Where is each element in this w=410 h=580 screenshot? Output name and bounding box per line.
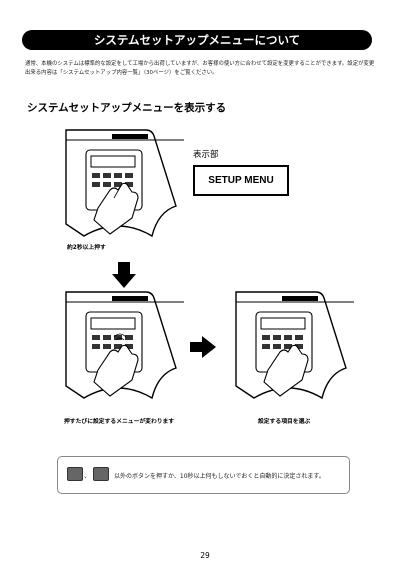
notice-separator: 、 <box>84 473 91 480</box>
page-title: システムセットアップメニューについて <box>22 30 372 50</box>
right-arrow-icon <box>190 336 216 358</box>
device-illustration-select <box>235 291 354 400</box>
step-caption-select: 設定する項目を選ぶ <box>258 419 311 425</box>
section-heading: システムセットアップメニューを表示する <box>27 102 227 114</box>
page-number: 29 <box>200 551 210 560</box>
lcd-screen: SETUP MENU <box>193 165 289 196</box>
device-illustration-press <box>65 129 184 238</box>
key-button-icon <box>67 467 83 481</box>
step-caption-hold: 約2秒以上押す <box>67 245 106 251</box>
notice-text: 以外のボタンを押すか、10秒以上何もしないでおくと自動的に決定されます。 <box>114 473 325 480</box>
notice-box <box>57 456 350 494</box>
intro-paragraph: 通常、本機のシステムは標準的な設定をして工場から出荷していますが、お客様の使い方… <box>25 61 375 76</box>
key-button-icon <box>93 467 109 481</box>
display-label: 表示部 <box>193 150 219 160</box>
down-arrow-icon <box>112 262 136 288</box>
step-caption-cycle: 押すたびに設定するメニューが変わります <box>64 419 175 425</box>
device-illustration-press-repeat <box>65 291 184 400</box>
